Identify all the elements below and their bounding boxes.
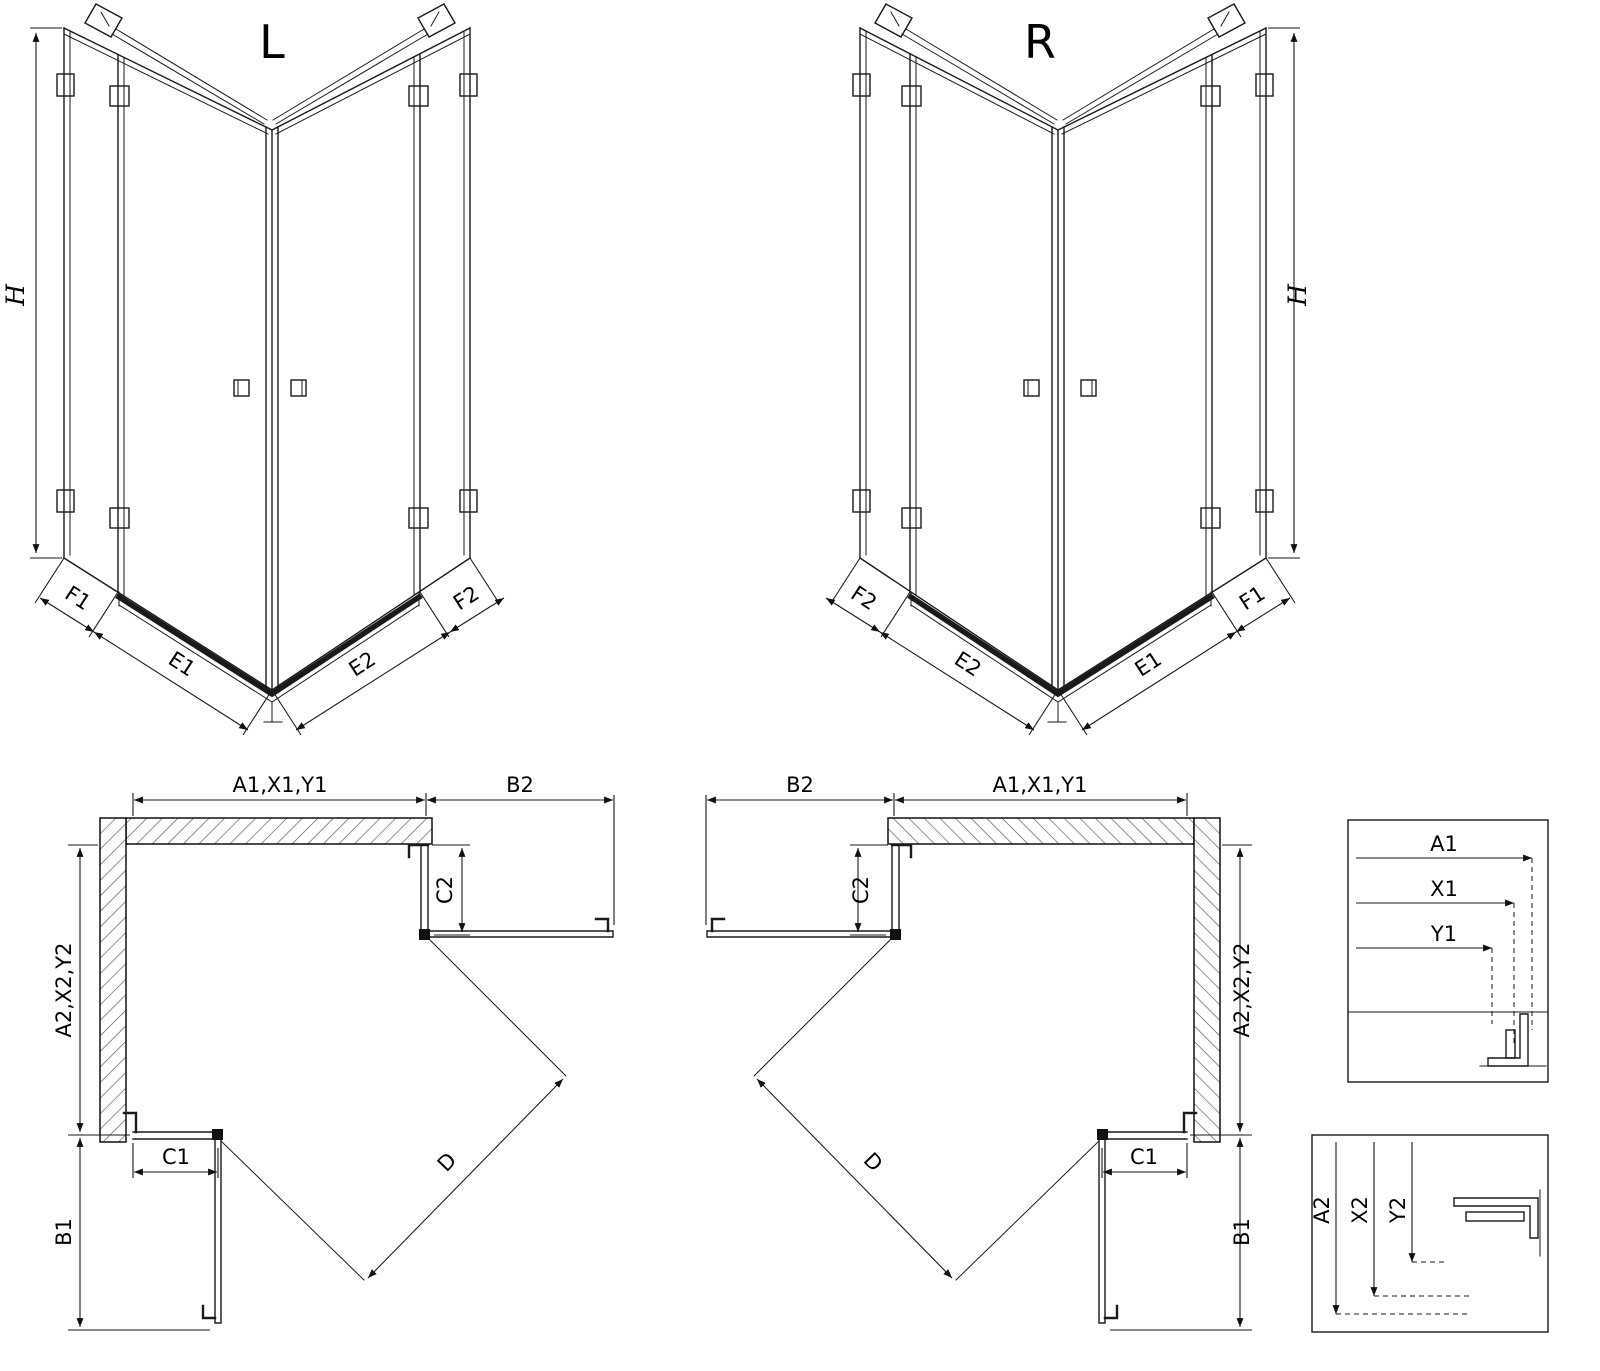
detail-box-widths: A1 X1 Y1 [1347,819,1549,1083]
plan-left-dim-a1x1y1: A1,X1,Y1 [232,773,327,797]
width-arrows [1356,854,1532,952]
plan-left-dim-d: D [433,1148,461,1176]
leader-dashes [1336,1261,1470,1315]
depth-arrows [1332,1142,1416,1314]
iso-left-dim-f1: F1 [61,581,95,615]
detail-dim-y1: Y1 [1430,922,1457,946]
plan-left-dim-c1: C1 [162,1145,190,1169]
tray-profile-section [1453,1189,1541,1257]
leader-dashes [1491,858,1533,1044]
iso-left-dim-e2: E2 [344,647,379,682]
detail-box-depths-frame [1311,1134,1549,1333]
plan-right-dim-c2: C2 [849,876,873,904]
iso-right-dim-f1: F1 [1235,581,1269,615]
iso-left-dim-f2: F2 [449,581,483,615]
detail-box-widths-frame [1347,819,1549,1083]
plan-right-dim-a2x2y2: A2,X2,Y2 [1230,942,1254,1037]
plan-view-left-art [68,793,614,1330]
iso-right-dim-e1: E1 [1130,647,1165,682]
detail-dim-x1: X1 [1430,877,1458,901]
plan-right-dim-b2: B2 [786,773,814,797]
plan-left-dim-b2: B2 [506,773,534,797]
wall-profile-section [1479,1013,1547,1067]
iso-view-left-art [30,4,504,735]
iso-left-dim-h: H [1,283,30,307]
plan-left-dim-a2x2y2: A2,X2,Y2 [52,942,76,1037]
plan-right-dim-b1: B1 [1230,1218,1254,1246]
plan-right-dim-d: D [859,1148,887,1176]
plan-right-dim-c1: C1 [1130,1145,1158,1169]
plan-right-dim-a1x1y1: A1,X1,Y1 [992,773,1087,797]
detail-dim-y2: Y2 [1386,1197,1410,1224]
plan-view-right-art [706,793,1252,1330]
plan-left-dim-b1: B1 [52,1218,76,1246]
iso-right-title: R [1024,15,1056,69]
iso-right-dim-f2: F2 [847,581,881,615]
iso-left-title: L [259,15,285,69]
detail-dim-x2: X2 [1348,1196,1372,1224]
plan-left-dim-c2: C2 [433,876,457,904]
iso-right-dim-e2: E2 [950,647,985,682]
detail-dim-a1: A1 [1430,832,1458,856]
detail-box-depths: A2 X2 Y2 [1310,1134,1549,1333]
iso-left-dim-e1: E1 [164,647,199,682]
detail-dim-a2: A2 [1310,1196,1334,1224]
iso-view-right-art [826,4,1300,735]
iso-right-dim-h: H [1283,283,1312,307]
